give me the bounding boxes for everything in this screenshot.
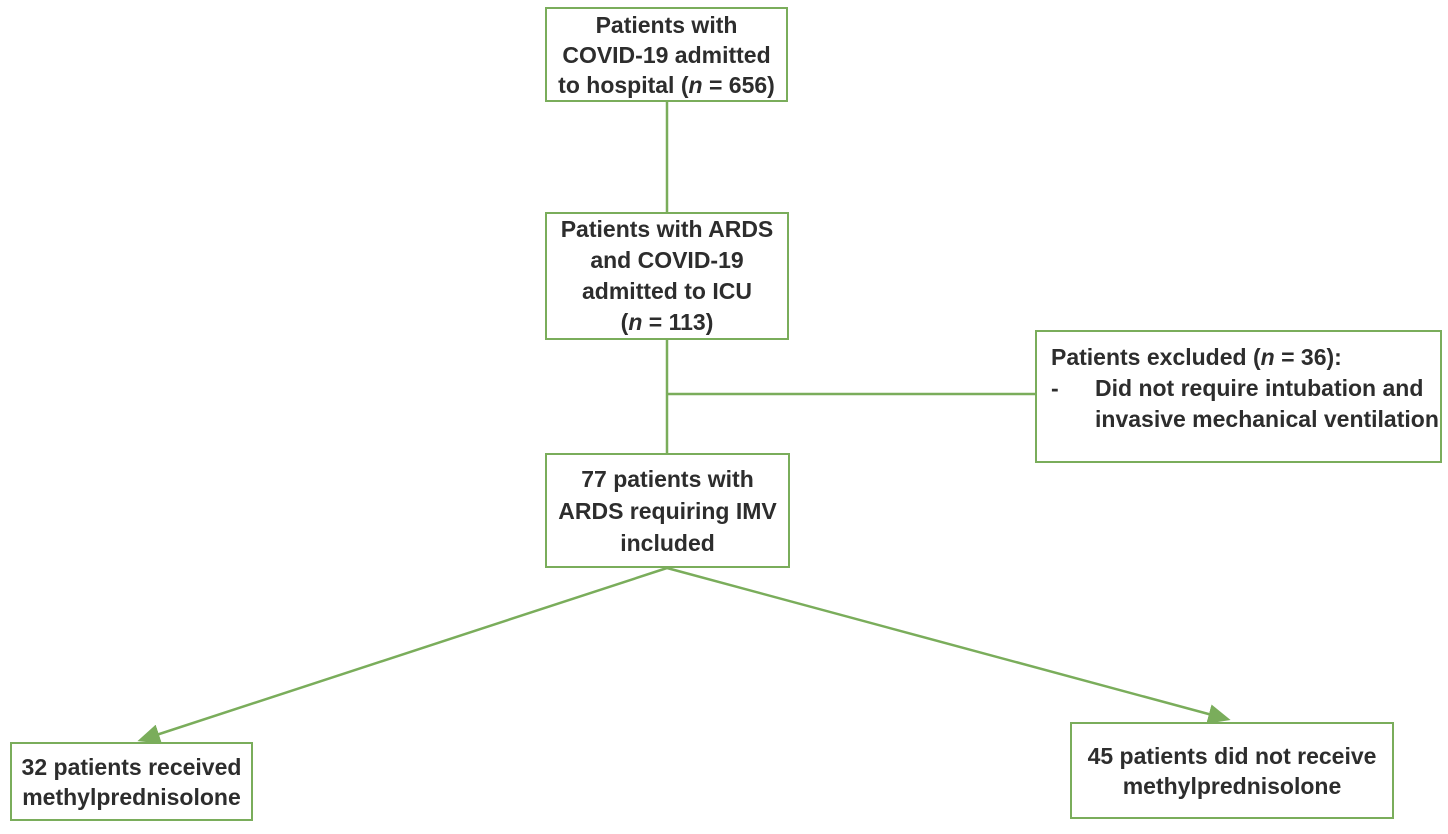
arrow-imv-methylprednisolone (137, 566, 668, 744)
arrow-imv-no-methylprednisolone (666, 566, 1231, 724)
excluded-title: Patients excluded (n = 36): (1051, 344, 1342, 370)
node-patients-excluded: Patients excluded (n = 36): - Did not re… (1035, 330, 1442, 463)
bullet-dash: - (1051, 375, 1059, 401)
